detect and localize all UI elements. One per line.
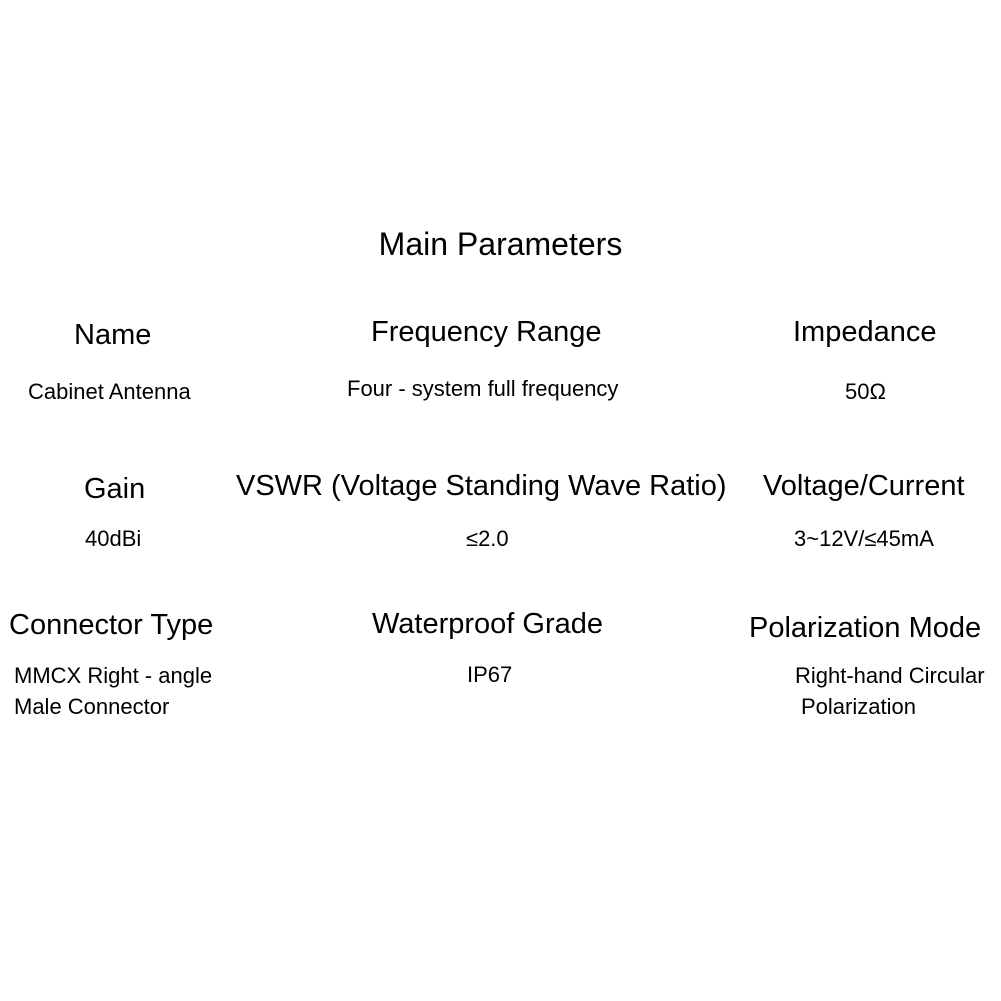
name-label: Name xyxy=(74,319,152,351)
connector-type-value-line: Male Connector xyxy=(14,694,170,719)
name-value: Cabinet Antenna xyxy=(28,379,191,404)
gain-label: Gain xyxy=(84,473,146,505)
waterproof-grade-label: Waterproof Grade xyxy=(372,608,604,640)
polarization-mode-value: Right-hand Circular Polarization xyxy=(795,660,985,722)
connector-type-value-line: MMCX Right - angle xyxy=(14,663,213,688)
connector-type-value: MMCX Right - angle Male Connector xyxy=(14,660,212,722)
frequency-range-value: Four - system full frequency xyxy=(347,376,619,401)
voltage-current-label: Voltage/Current xyxy=(763,470,965,502)
frequency-range-label: Frequency Range xyxy=(371,316,602,348)
polarization-mode-label: Polarization Mode xyxy=(749,612,982,644)
waterproof-grade-value: IP67 xyxy=(467,662,513,687)
impedance-value: 50Ω xyxy=(845,379,886,404)
polarization-mode-value-line: Polarization xyxy=(801,694,916,719)
page-title: Main Parameters xyxy=(378,226,623,262)
vswr-label: VSWR (Voltage Standing Wave Ratio) xyxy=(236,470,727,502)
impedance-label: Impedance xyxy=(793,316,937,348)
polarization-mode-value-line: Right-hand Circular xyxy=(795,663,985,688)
voltage-current-value: 3~12V/≤45mA xyxy=(794,526,934,551)
connector-type-label: Connector Type xyxy=(9,609,214,641)
vswr-value: ≤2.0 xyxy=(466,526,509,551)
gain-value: 40dBi xyxy=(85,526,142,551)
